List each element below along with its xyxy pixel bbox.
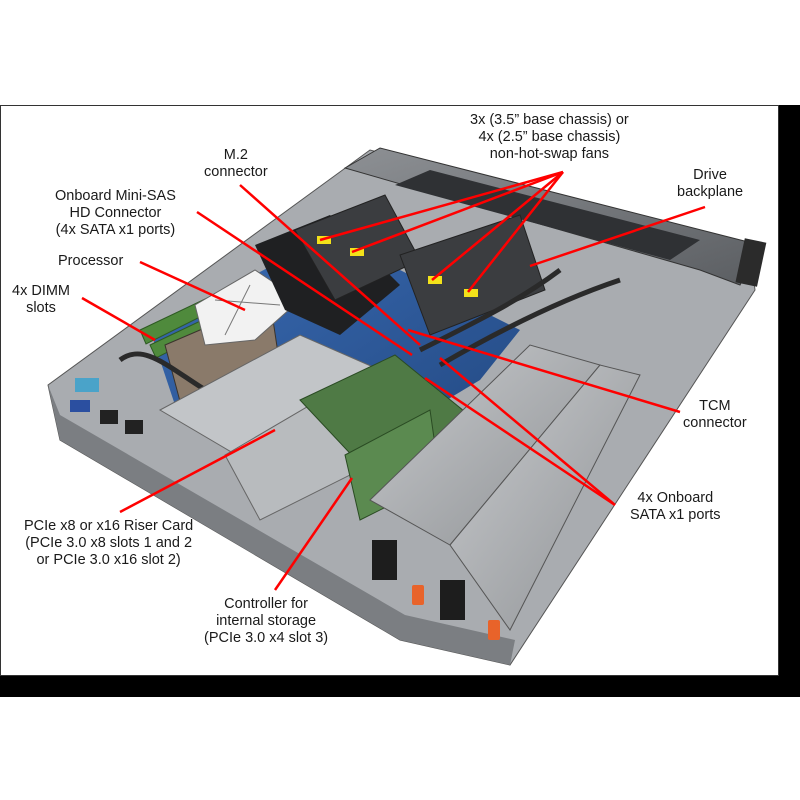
arrow-controller xyxy=(273,477,354,591)
arrow-drive-backplane xyxy=(529,205,706,268)
frame-band-right xyxy=(779,105,800,697)
label-riser-card: PCIe x8 or x16 Riser Card (PCIe 3.0 x8 s… xyxy=(24,518,194,568)
arrow-riser xyxy=(119,428,276,514)
arrow-sata-1 xyxy=(424,376,616,507)
frame-band-bottom xyxy=(0,676,800,697)
label-dimm-slots: 4x DIMM slots xyxy=(12,283,70,316)
arrow-fan-4 xyxy=(467,171,564,293)
label-drive-backplane: Drive backplane xyxy=(677,167,744,200)
label-m2-connector: M.2 connector xyxy=(204,147,268,180)
arrow-processor xyxy=(139,260,246,312)
fan-tag-3 xyxy=(428,276,442,284)
psu-latch-2 xyxy=(488,620,500,640)
label-fans: 3x (3.5” base chassis) or 4x (2.5” base … xyxy=(470,112,629,162)
storage-controller-card xyxy=(299,354,476,521)
fan-tag-2 xyxy=(350,248,364,256)
label-storage-controller: Controller for internal storage (PCIe 3.… xyxy=(204,596,329,646)
callout-arrows xyxy=(81,170,706,591)
arrow-fan-1 xyxy=(319,170,564,242)
fan-tag-4 xyxy=(464,289,478,297)
label-mini-sas: Onboard Mini-SAS HD Connector (4x SATA x… xyxy=(55,188,176,238)
arrow-tcm xyxy=(407,328,681,414)
rear-io-ports xyxy=(70,378,143,434)
arrow-m2-connector xyxy=(239,184,421,346)
arrow-mini-sas xyxy=(196,210,413,357)
label-tcm-connector: TCM connector xyxy=(683,398,747,431)
arrow-sata-2 xyxy=(439,357,616,506)
arrow-dimm xyxy=(81,296,156,342)
arrow-fan-3 xyxy=(431,171,564,281)
label-sata-ports: 4x Onboard SATA x1 ports xyxy=(630,490,721,523)
arrow-fan-2 xyxy=(351,170,564,254)
power-supplies xyxy=(369,344,641,640)
psu-latch-1 xyxy=(412,585,424,605)
label-processor: Processor xyxy=(58,253,124,269)
